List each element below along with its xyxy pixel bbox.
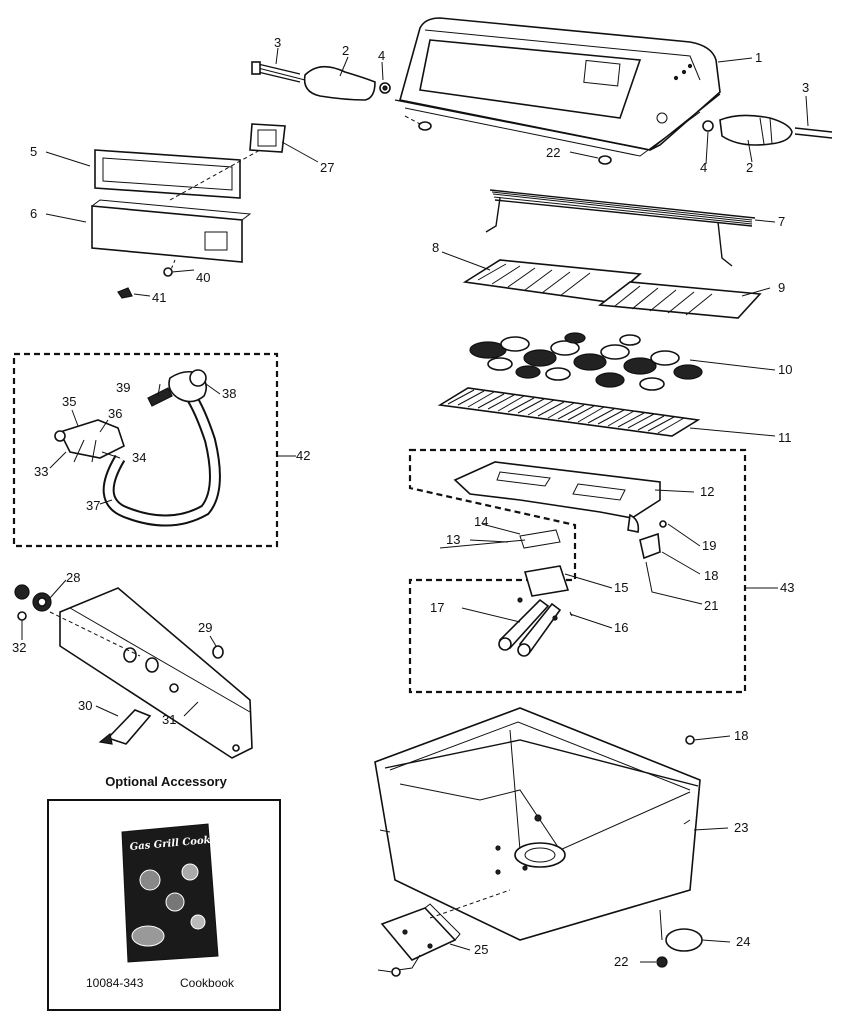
callout-41: 41	[152, 290, 166, 305]
right-handle-assembly	[702, 114, 833, 146]
callout-14: 14	[474, 514, 488, 529]
cooking-grate-part	[437, 387, 701, 437]
drip-cup-part	[665, 928, 703, 952]
callout-23: 23	[734, 820, 748, 835]
callout-28: 28	[66, 570, 80, 585]
callout-2: 2	[746, 160, 753, 175]
callout-21: 21	[704, 598, 718, 613]
lava-rock-bed	[469, 332, 703, 391]
callout-1: 1	[755, 50, 762, 65]
heat-shield-plates	[462, 259, 762, 319]
regulator-hose-assembly	[54, 369, 221, 527]
part-callouts: 3 2 4 1 3 4 2 22 5 6 27 40 41 7 8 9 10 1…	[12, 35, 809, 969]
callout-38: 38	[222, 386, 236, 401]
warming-rack-part	[485, 189, 756, 267]
callout-5: 5	[30, 144, 37, 159]
cookbook-part-number: 10084-343	[86, 976, 144, 990]
callout-29: 29	[198, 620, 212, 635]
callout-13: 13	[446, 532, 460, 547]
callout-16: 16	[614, 620, 628, 635]
callout-35: 35	[62, 394, 76, 409]
callout-7: 7	[778, 214, 785, 229]
callout-36: 36	[108, 406, 122, 421]
callout-22: 22	[614, 954, 628, 969]
firebox-part	[374, 707, 701, 941]
washer-part	[598, 155, 612, 165]
callout-25: 25	[474, 942, 488, 957]
callout-34: 34	[132, 450, 146, 465]
accessory-box	[47, 799, 281, 1011]
callout-43: 43	[780, 580, 794, 595]
callout-32: 32	[12, 640, 26, 655]
callout-3: 3	[274, 35, 281, 50]
callout-6: 6	[30, 206, 37, 221]
callout-27: 27	[320, 160, 334, 175]
leader-lines	[21, 47, 809, 973]
callout-2: 2	[342, 43, 349, 58]
callout-8: 8	[432, 240, 439, 255]
callout-15: 15	[614, 580, 628, 595]
burner-assembly	[439, 461, 667, 657]
control-valve-panel	[14, 584, 253, 759]
burner-assembly-boundary	[408, 448, 747, 694]
callout-12: 12	[700, 484, 714, 499]
control-panel-trim	[91, 123, 286, 299]
callout-18: 18	[704, 568, 718, 583]
callout-10: 10	[778, 362, 792, 377]
callout-18: 18	[734, 728, 748, 743]
callout-37: 37	[86, 498, 100, 513]
cookbook-cover: Gas Grill Cookouts	[121, 823, 235, 963]
callout-31: 31	[162, 712, 176, 727]
callout-30: 30	[78, 698, 92, 713]
callout-39: 39	[116, 380, 130, 395]
callout-11: 11	[778, 430, 792, 445]
cookbook-label: Cookbook	[180, 976, 235, 990]
washer-part	[418, 121, 432, 131]
left-handle-assembly	[251, 61, 391, 101]
callout-40: 40	[196, 270, 210, 285]
callout-17: 17	[430, 600, 444, 615]
callout-19: 19	[702, 538, 716, 553]
callout-42: 42	[296, 448, 310, 463]
callout-4: 4	[700, 160, 707, 175]
regulator-assembly-boundary	[12, 352, 279, 548]
callout-9: 9	[778, 280, 785, 295]
callout-4: 4	[378, 48, 385, 63]
callout-3: 3	[802, 80, 809, 95]
accessory-heading: Optional Accessory	[105, 774, 227, 789]
lid-part	[394, 17, 721, 157]
callout-22: 22	[546, 145, 560, 160]
washer-part	[656, 956, 668, 968]
callout-24: 24	[736, 934, 750, 949]
side-panel-part	[380, 889, 511, 977]
callout-33: 33	[34, 464, 48, 479]
